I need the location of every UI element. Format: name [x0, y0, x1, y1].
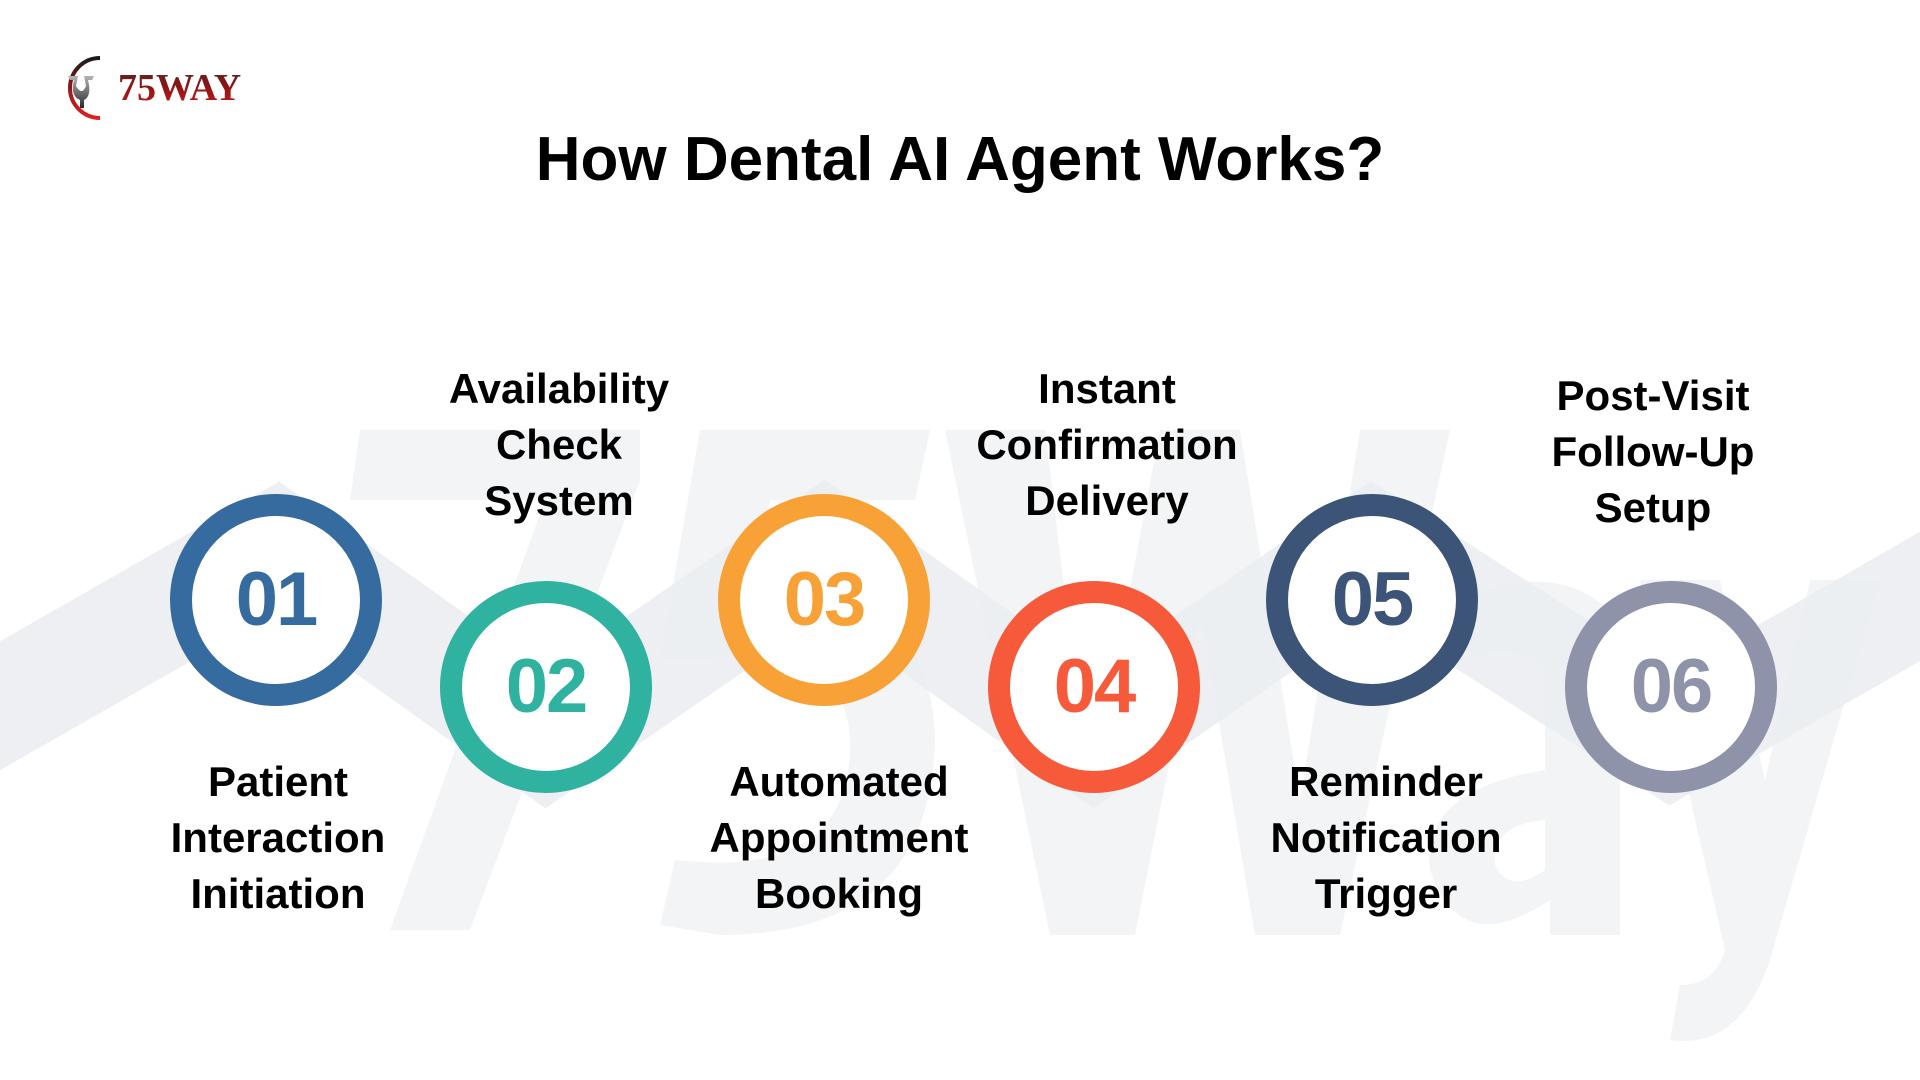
step-label-line: Patient: [207, 758, 349, 805]
step-label-line: Reminder: [1289, 758, 1483, 805]
step-number: 04: [1053, 644, 1137, 729]
step-label-line: Appointment: [709, 814, 969, 861]
step-circle-06: 06: [1565, 581, 1777, 793]
step-number: 05: [1331, 557, 1415, 642]
brand-logo: 75WAY: [48, 50, 258, 126]
step-number: 06: [1630, 644, 1714, 729]
step-label-line: Instant: [1038, 365, 1176, 412]
step-label-line: Setup: [1594, 484, 1712, 531]
step-number: 01: [235, 557, 319, 642]
step-label-line: Booking: [755, 870, 923, 917]
step-label-line: Post-Visit: [1556, 372, 1750, 419]
step-label-line: System: [484, 477, 634, 524]
watermark-glyph-W: [945, 430, 1450, 935]
step-label-line: Delivery: [1025, 477, 1189, 524]
step-label-line: Check: [495, 421, 623, 468]
logo-emblem-icon: [68, 56, 101, 120]
step-circle-02: 02: [440, 581, 652, 793]
page-title: How Dental AI Agent Works?: [535, 125, 1385, 194]
step-label-line: Notification: [1270, 814, 1502, 861]
step-circle-04: 04: [988, 581, 1200, 793]
step-label-line: Availability: [448, 365, 670, 412]
step-label-line: Confirmation: [976, 421, 1238, 468]
step-label-line: Automated: [729, 758, 949, 805]
step-circle-03: 03: [718, 494, 930, 706]
step-number: 03: [783, 557, 867, 642]
step-label-line: Interaction: [170, 814, 386, 861]
step-number: 02: [505, 644, 589, 729]
logo-text: 75WAY: [118, 67, 242, 109]
step-label-line: Initiation: [190, 870, 366, 917]
step-circle-05: 05: [1266, 494, 1478, 706]
step-label-line: Trigger: [1314, 870, 1458, 917]
step-circle-01: 01: [170, 494, 382, 706]
step-label-line: Follow-Up: [1551, 428, 1755, 475]
